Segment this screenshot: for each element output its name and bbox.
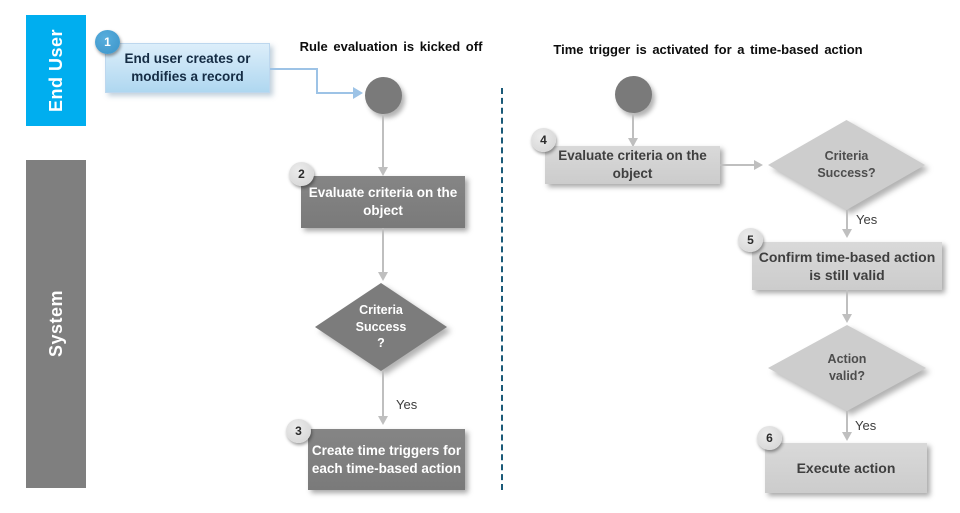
connector-decision3-to-step6 xyxy=(846,411,848,433)
edge-label-yes-1: Yes xyxy=(396,397,418,412)
swimlane-system-label: System xyxy=(45,290,66,358)
swimlane-end-user-label: End User xyxy=(45,28,66,113)
arrowhead-decision3-to-step6 xyxy=(842,432,852,441)
connector-decision2-to-step5 xyxy=(846,210,848,231)
arrowhead-step1-to-start xyxy=(353,87,363,99)
step-badge-3: 3 xyxy=(286,419,311,443)
connector-start-to-step2 xyxy=(382,114,384,168)
edge-label-yes-2: Yes xyxy=(856,212,878,227)
connector-decision1-to-step3 xyxy=(382,371,384,417)
start-node-time-trigger xyxy=(615,76,652,113)
connector-step1-h2 xyxy=(316,92,355,94)
step-2-label: Evaluate criteria on the object xyxy=(308,185,458,218)
step-3-label: Create time triggers for each time-based… xyxy=(311,442,462,476)
edge-label-yes-3: Yes xyxy=(855,418,877,433)
step-6-execute-action-box: Execute action xyxy=(765,443,927,493)
decision-2-criteria-success: Criteria Success? xyxy=(768,120,925,210)
connector-step1-h1 xyxy=(270,68,318,70)
step-badge-2: 2 xyxy=(289,162,314,186)
step-5-label: Confirm time-based action is still valid xyxy=(758,248,936,283)
step-1-label: End user creates or modifies a record xyxy=(124,51,251,84)
connector-step1-v xyxy=(316,68,318,94)
connector-start2-to-step4 xyxy=(632,113,634,139)
arrowhead-start2-to-step4 xyxy=(628,138,638,147)
arrowhead-step5-to-decision3 xyxy=(842,314,852,323)
start-node-rule-evaluation xyxy=(365,77,402,114)
arrowhead-step4-to-decision2 xyxy=(754,160,763,170)
arrowhead-start-to-step2 xyxy=(378,167,388,176)
connector-step5-to-decision3 xyxy=(846,290,848,315)
connector-step4-to-decision2 xyxy=(720,164,756,166)
section-title-rule-evaluation: Rule evaluation is kicked off xyxy=(299,39,483,54)
step-5-confirm-action-valid-box: Confirm time-based action is still valid xyxy=(752,242,942,290)
step-6-label: Execute action xyxy=(796,459,896,476)
swimlane-end-user: End User xyxy=(26,15,86,126)
step-1-end-user-creates-box: End user creates or modifies a record xyxy=(105,43,270,93)
step-3-create-time-triggers-box: Create time triggers for each time-based… xyxy=(308,429,465,490)
step-badge-4: 4 xyxy=(531,128,556,152)
step-2-evaluate-criteria-box: Evaluate criteria on the object xyxy=(301,176,465,228)
arrowhead-decision1-to-step3 xyxy=(378,416,388,425)
section-title-time-trigger: Time trigger is activated for a time-bas… xyxy=(553,42,863,57)
connector-step2-to-decision1 xyxy=(382,228,384,273)
arrowhead-step2-to-decision1 xyxy=(378,272,388,281)
arrowhead-decision2-to-step5 xyxy=(842,229,852,238)
step-badge-6: 6 xyxy=(757,426,782,450)
step-4-evaluate-criteria-box: Evaluate criteria on the object xyxy=(545,146,720,184)
decision-3-label: Action valid? xyxy=(827,352,867,383)
decision-1-criteria-success: Criteria Success ? xyxy=(315,283,447,371)
step-badge-1: 1 xyxy=(95,30,120,54)
swimlane-system: System xyxy=(26,160,86,488)
step-4-label: Evaluate criteria on the object xyxy=(558,148,707,181)
lane-separator-dashed-line xyxy=(501,88,503,490)
decision-1-label: Criteria Success ? xyxy=(355,302,407,351)
decision-2-label: Criteria Success? xyxy=(817,149,876,180)
step-badge-5: 5 xyxy=(738,228,763,252)
decision-3-action-valid: Action valid? xyxy=(768,325,926,411)
